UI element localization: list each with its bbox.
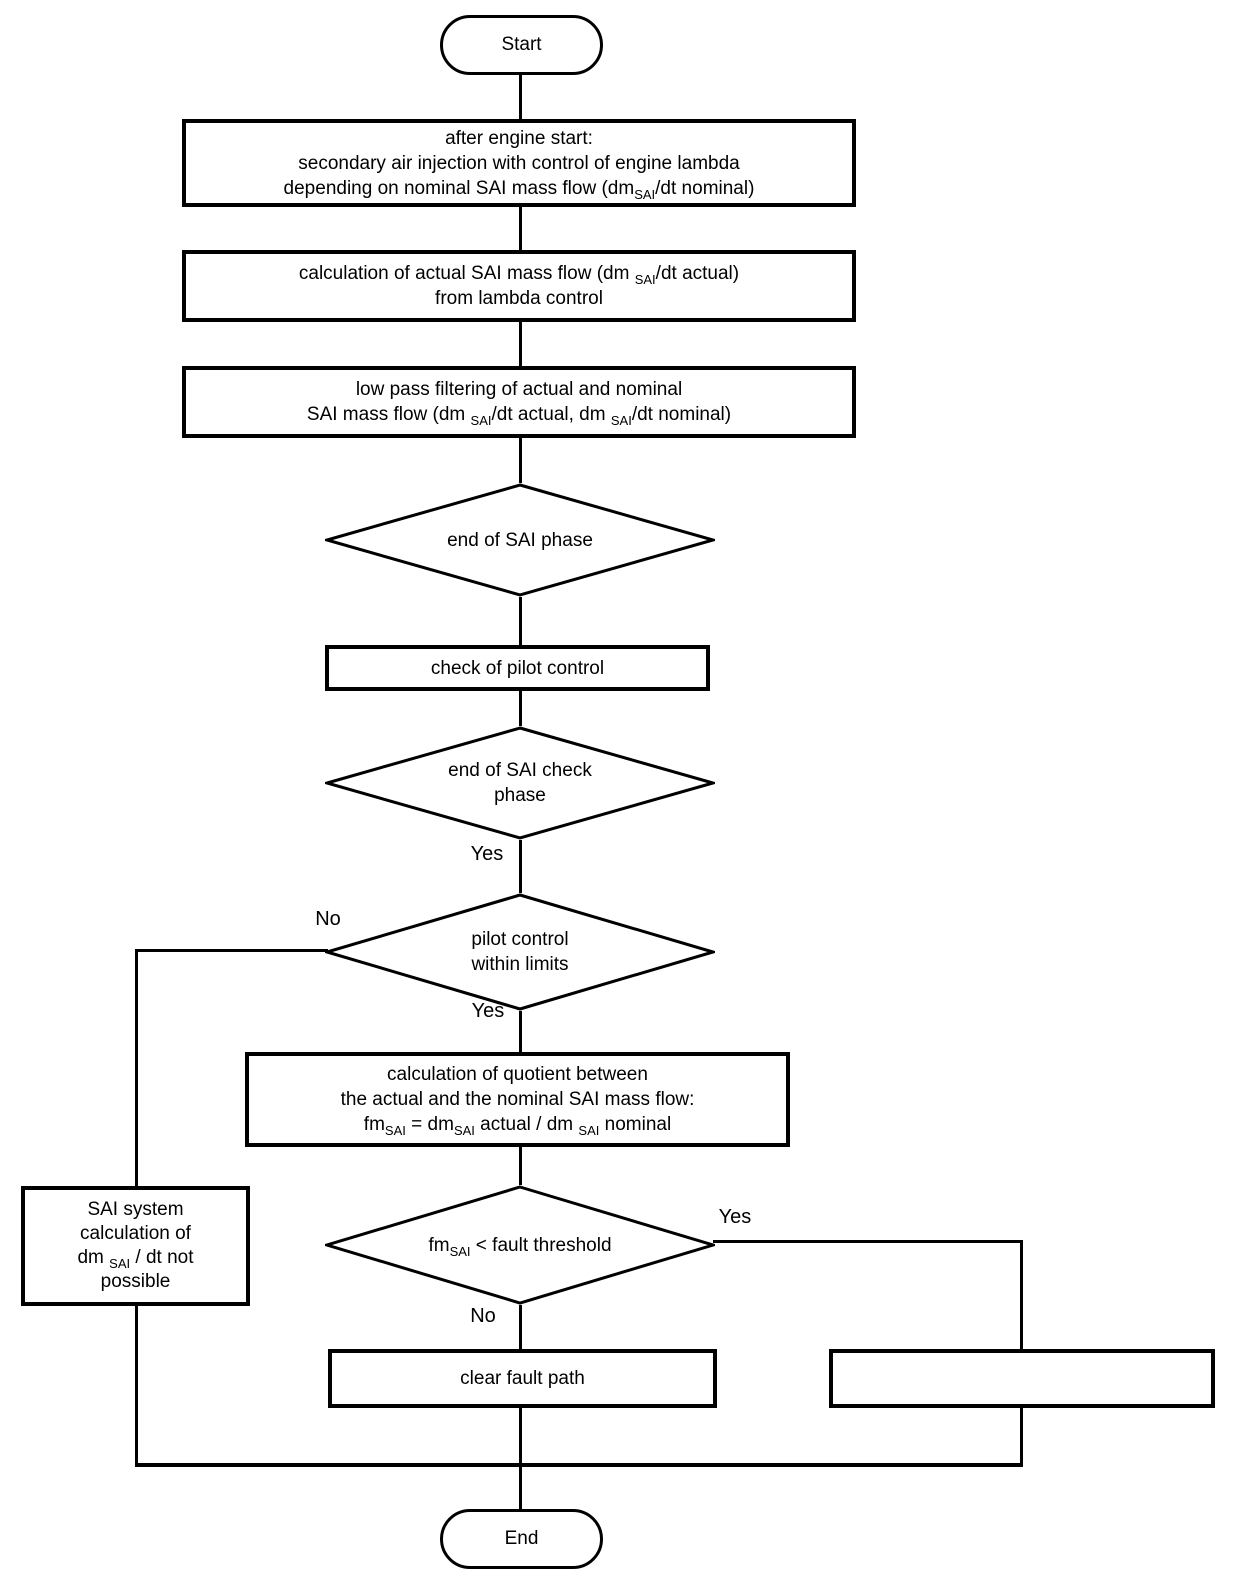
connector-end-sai-phase-to-check-pilot	[519, 597, 522, 645]
connector-yes-fault-vertical-lower	[1020, 1408, 1023, 1467]
connector-clear-to-join	[519, 1408, 522, 1465]
branch-label-no-pilot: No	[315, 908, 341, 930]
diamond-shape	[325, 726, 715, 840]
decision-fault-threshold-text: fmSAI < fault threshold	[428, 1234, 612, 1259]
decision-fault-threshold: fmSAI < fault threshold	[325, 1185, 715, 1305]
connector-join-to-end	[519, 1467, 522, 1509]
decision-end-of-sai-phase-text: end of SAI phase	[447, 529, 593, 551]
end-node: End	[440, 1509, 603, 1569]
connector-actual-flow-to-low-pass	[519, 322, 522, 366]
process-box-clear-fault-path: clear fault path	[328, 1349, 717, 1408]
process-box-low-pass-filter: low pass filtering of actual and nominal…	[182, 366, 856, 438]
branch-label-yes-pilot: Yes	[471, 1000, 505, 1022]
diamond-shape	[325, 1185, 715, 1305]
connector-quotient-to-fault-threshold	[519, 1147, 522, 1185]
branch-label-yes-fault: Yes	[718, 1206, 752, 1228]
connector-yes-fault-vertical-upper	[1020, 1240, 1023, 1349]
process-box-actual-mass-flow: calculation of actual SAI mass flow (dm …	[182, 250, 856, 322]
diamond-shape	[325, 893, 715, 1011]
start-node: Start	[440, 15, 603, 75]
connector-low-pass-to-end-sai-phase	[519, 438, 522, 483]
connector-start-to-engine-start	[519, 75, 522, 119]
end-label: End	[504, 1528, 539, 1549]
process-box-check-pilot-control: check of pilot control	[325, 645, 710, 691]
diamond-shape	[325, 483, 715, 597]
connector-bottom-join	[135, 1463, 1023, 1467]
connector-no-pilot-vertical-lower	[135, 1306, 138, 1467]
connector-yes-fault-horizontal	[713, 1240, 1023, 1243]
connector-end-check-to-pilot-limits	[519, 840, 522, 893]
branch-label-no-fault: No	[470, 1305, 496, 1327]
connector-no-pilot-horizontal	[135, 949, 328, 952]
decision-end-of-sai-phase: end of SAI phase	[325, 483, 715, 597]
connector-no-fault-to-clear	[519, 1305, 522, 1349]
connector-no-pilot-vertical-upper	[135, 949, 138, 1186]
process-box-fault-action-empty	[829, 1349, 1215, 1408]
connector-pilot-limits-to-quotient	[519, 1011, 522, 1052]
connector-check-pilot-to-end-check-phase	[519, 691, 522, 726]
start-label: Start	[501, 34, 542, 55]
process-box-engine-start: after engine start:secondary air injecti…	[182, 119, 856, 207]
branch-label-yes-end-check: Yes	[470, 843, 504, 865]
connector-engine-start-to-actual-flow	[519, 207, 522, 250]
